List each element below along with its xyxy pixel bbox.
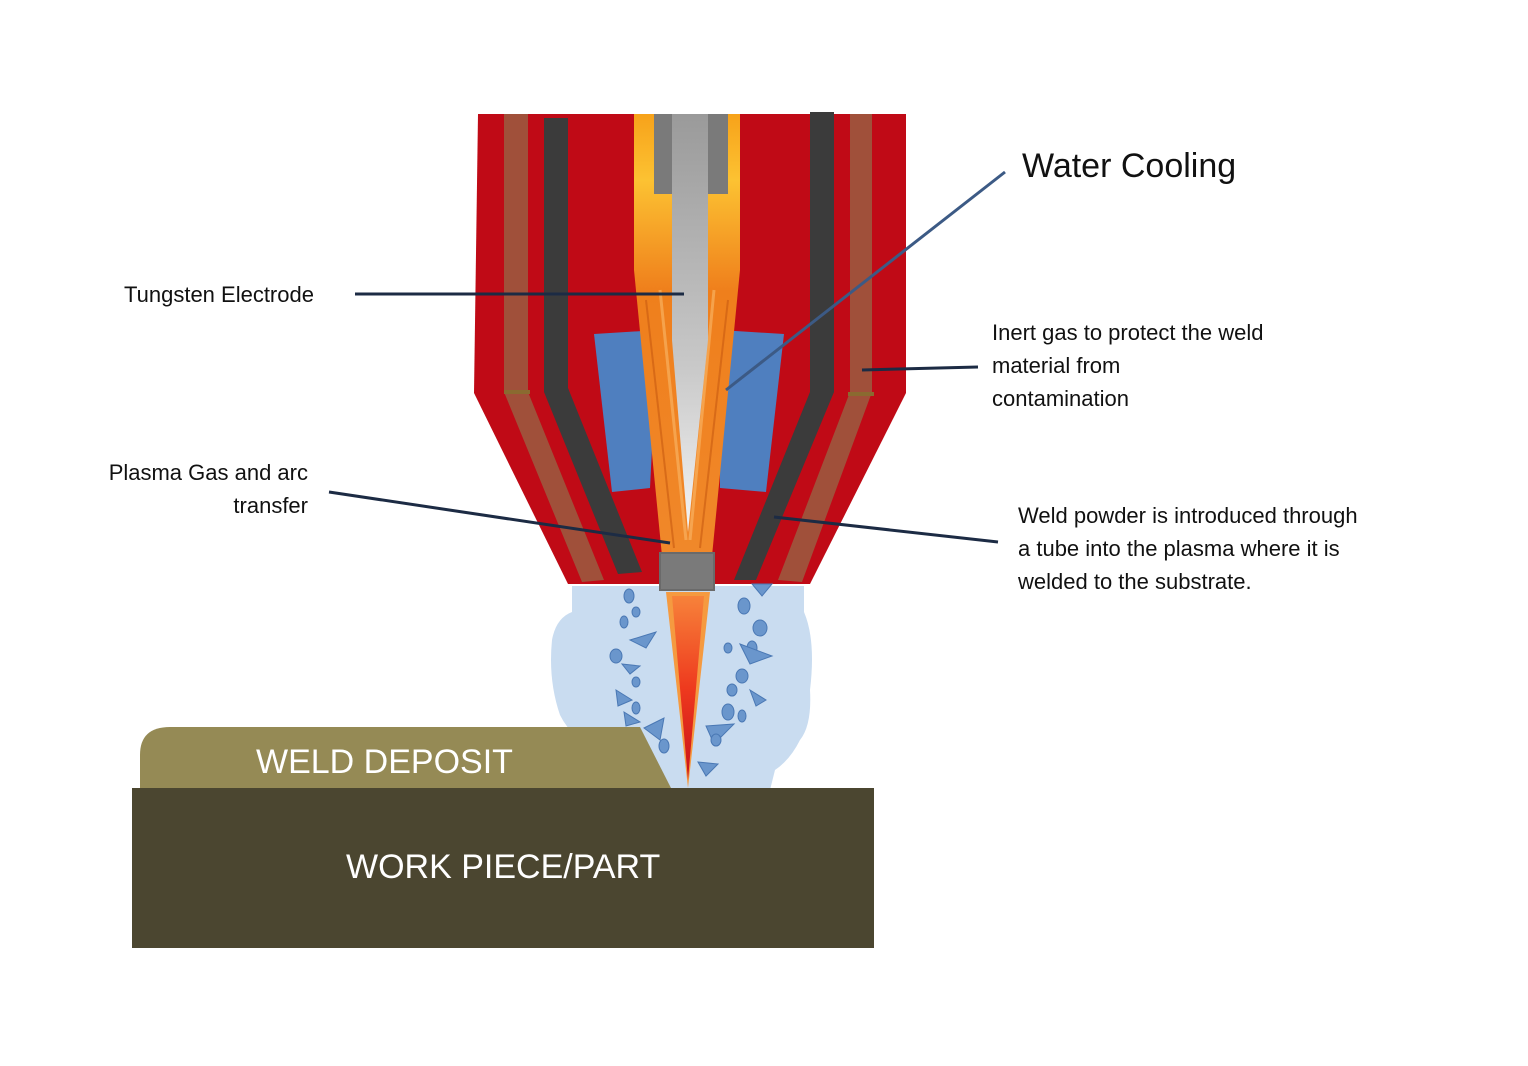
electrode-holder-right [708, 114, 728, 194]
label-plasma-gas: Plasma Gas and arc transfer [60, 456, 308, 522]
label-work-piece: WORK PIECE/PART [346, 848, 661, 886]
shield-gas-channel-left [504, 114, 604, 582]
label-weld-powder: Weld powder is introduced through a tube… [1018, 499, 1358, 598]
powder-particles [609, 583, 774, 777]
label-inert-gas-line-2: material from [992, 353, 1121, 378]
leader-lines [328, 170, 1006, 545]
shield-gas-channel-right [778, 114, 872, 582]
leader-weld-powder [773, 515, 999, 544]
label-weld-powder-line-2: a tube into the plasma where it is [1018, 536, 1340, 561]
powder-tube-right [734, 112, 834, 580]
electrode-holder-left [654, 114, 672, 194]
label-plasma-gas-line-2: transfer [233, 493, 308, 518]
leader-inert-gas [861, 365, 979, 372]
powder-tube-left [544, 118, 642, 574]
water-jacket-right [720, 330, 784, 492]
label-tungsten-electrode: Tungsten Electrode [124, 282, 314, 307]
label-inert-gas: Inert gas to protect the weld material f… [992, 316, 1264, 415]
label-inert-gas-line-3: contamination [992, 386, 1129, 411]
label-inert-gas-line-1: Inert gas to protect the weld [992, 320, 1264, 345]
label-plasma-gas-line-1: Plasma Gas and arc [108, 460, 308, 485]
label-weld-deposit: WELD DEPOSIT [256, 743, 513, 781]
nozzle-tip [659, 552, 715, 591]
leader-plasma-gas [328, 490, 671, 545]
tungsten-electrode [672, 114, 708, 532]
label-water-cooling: Water Cooling [1022, 147, 1237, 185]
label-weld-powder-line-1: Weld powder is introduced through [1018, 503, 1358, 528]
weld-deposit [140, 727, 672, 790]
work-piece [132, 788, 874, 948]
leader-water-cooling [725, 170, 1006, 392]
label-weld-powder-line-3: welded to the substrate. [1018, 569, 1252, 594]
water-jacket-left [594, 330, 658, 492]
